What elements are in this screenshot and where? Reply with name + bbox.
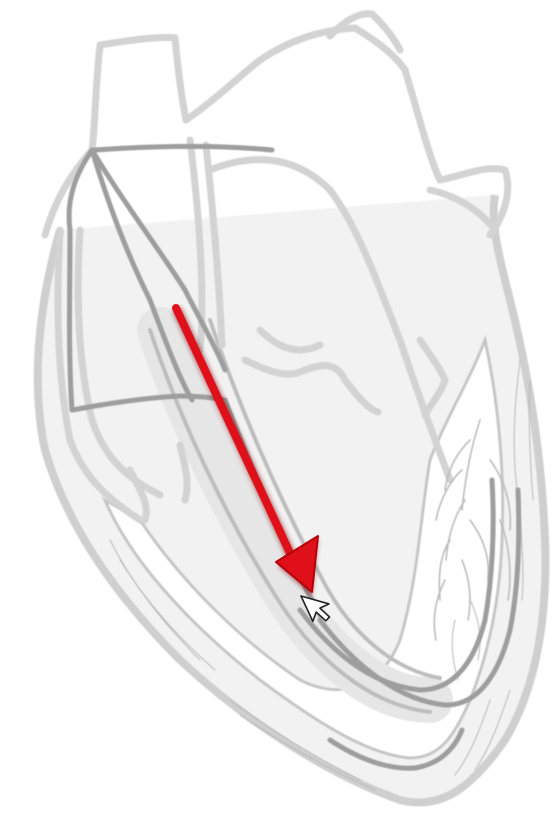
bachmanns-bundle [95, 146, 272, 150]
